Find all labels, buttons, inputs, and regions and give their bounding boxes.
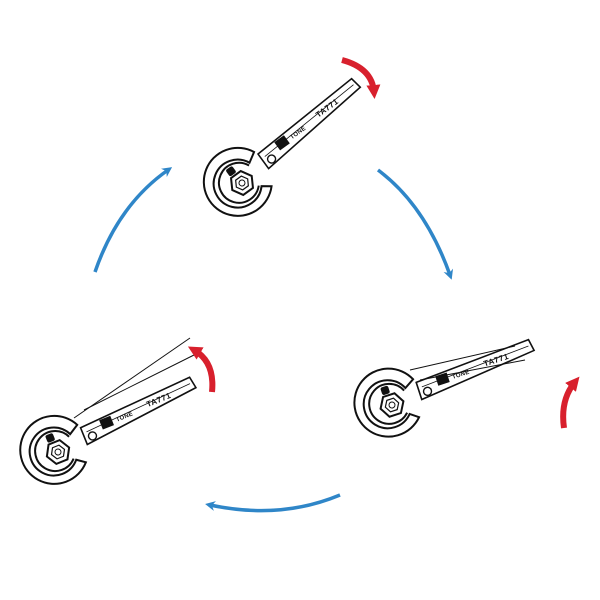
wrench-top: TONE TA771	[189, 62, 384, 231]
rotation-arrow-top	[341, 57, 381, 99]
rotation-arrow-right	[560, 376, 580, 429]
arm-line	[409, 345, 516, 371]
wrench-right: TONE TA771	[344, 321, 548, 447]
cycle-arrow-top-to-right	[376, 168, 454, 280]
brand-label: TONE	[452, 370, 471, 381]
arm-line	[83, 351, 201, 411]
cycle-arrow-right-to-left	[205, 493, 341, 513]
rotation-arrow-left	[187, 346, 216, 393]
arm-line	[419, 359, 526, 381]
wrench-left: TONE TA771	[8, 359, 212, 496]
arm-line	[73, 337, 191, 419]
cycle-arrow-left-to-top	[93, 167, 173, 273]
